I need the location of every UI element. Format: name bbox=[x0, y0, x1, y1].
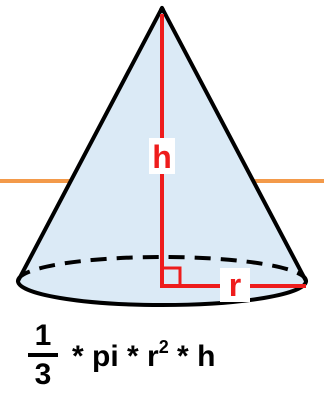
formula-expression: * pi * r2 * h bbox=[72, 338, 216, 373]
volume-formula: 1 3 * pi * r2 * h bbox=[28, 318, 216, 391]
cone-base-front-edge bbox=[16, 280, 308, 307]
formula-height-term: * h bbox=[168, 340, 216, 373]
cone-right-side bbox=[160, 6, 308, 283]
cone-apex-point bbox=[159, 7, 165, 13]
fraction-bar bbox=[28, 352, 58, 357]
right-angle-marker bbox=[162, 266, 182, 286]
radius-label-background bbox=[220, 268, 250, 302]
radius-label: r bbox=[229, 267, 241, 303]
fraction-numerator: 1 bbox=[34, 318, 52, 352]
formula-fraction: 1 3 bbox=[28, 318, 58, 391]
cone-left-side bbox=[16, 6, 164, 283]
height-label: h bbox=[152, 139, 172, 175]
height-label-background bbox=[149, 138, 175, 174]
fraction-denominator: 3 bbox=[34, 357, 52, 391]
formula-pi-r-term: * pi * r bbox=[72, 340, 159, 373]
formula-exponent: 2 bbox=[158, 337, 169, 357]
